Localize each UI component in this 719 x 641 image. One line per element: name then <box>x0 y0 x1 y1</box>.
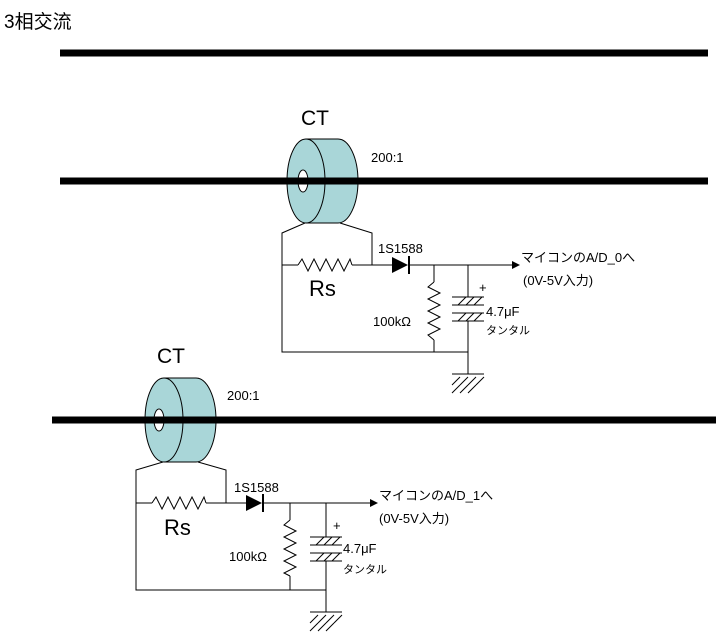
capacitor-value-label: 4.7μF <box>486 304 520 319</box>
capacitor-type-label: タンタル <box>486 324 530 337</box>
diode-label: 1S1588 <box>378 241 423 256</box>
diagram-title: 3相交流 <box>4 11 72 33</box>
ct-label: CT <box>157 345 185 368</box>
sensor-unit-1: CT 200:1 Rs 1S1588 100kΩ <box>281 107 635 394</box>
capacitor-polarity-label: + <box>479 280 487 295</box>
power-lines <box>52 49 716 424</box>
capacitor-icon <box>452 296 484 322</box>
capacitor-value-label: 4.7μF <box>343 541 377 556</box>
diode-icon <box>246 494 264 512</box>
ground-icon <box>309 611 343 632</box>
output-label-line1: マイコンのA/D_1へ <box>379 488 493 503</box>
output-label-line1: マイコンのA/D_0へ <box>521 250 635 265</box>
ct-ratio-label: 200:1 <box>371 150 404 165</box>
capacitor-icon <box>310 536 342 562</box>
load-resistor-icon <box>282 519 298 577</box>
load-resistor-label: 100kΩ <box>229 549 267 564</box>
ct-label: CT <box>301 107 329 130</box>
output-arrow-icon <box>512 261 520 269</box>
resistor-rs-label: Rs <box>164 515 191 540</box>
load-resistor-label: 100kΩ <box>373 314 411 329</box>
resistor-rs-icon <box>151 495 207 511</box>
sensor-unit-2: CT 200:1 Rs 1S1588 100kΩ <box>135 345 493 632</box>
circuit-wiring <box>281 222 512 374</box>
resistor-rs-label: Rs <box>309 276 336 301</box>
load-resistor-icon <box>426 281 442 341</box>
ground-icon <box>451 373 485 394</box>
circuit-wiring <box>135 461 370 612</box>
output-label-line2: (0V-5V入力) <box>379 511 449 526</box>
capacitor-type-label: タンタル <box>343 563 387 576</box>
diode-icon <box>392 256 410 274</box>
diode-label: 1S1588 <box>234 480 279 495</box>
output-label-line2: (0V-5V入力) <box>523 273 593 288</box>
output-arrow-icon <box>370 499 378 507</box>
ct-transformer-icon <box>144 377 220 463</box>
capacitor-polarity-label: + <box>333 518 341 533</box>
ct-ratio-label: 200:1 <box>227 388 260 403</box>
resistor-rs-icon <box>297 257 353 273</box>
ct-transformer-icon <box>286 138 362 224</box>
